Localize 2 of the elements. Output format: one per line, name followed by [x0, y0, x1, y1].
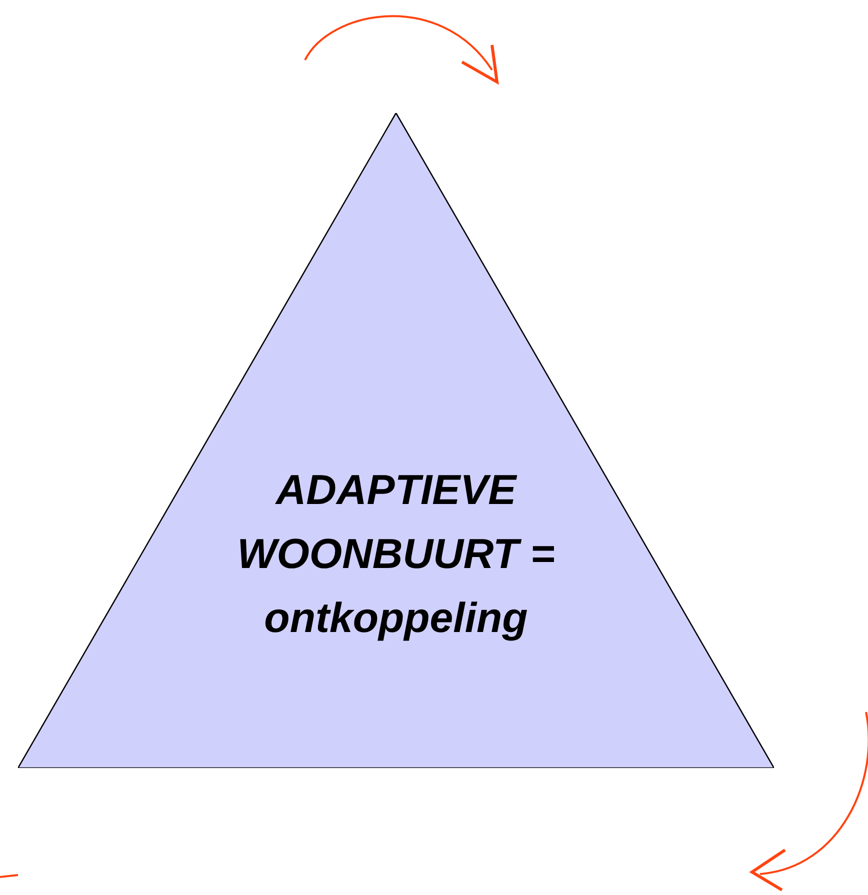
- heading-text: ADAPTIEVE WOONBUURT = ontkoppeling: [236, 465, 556, 643]
- triangle-shape: [18, 113, 774, 768]
